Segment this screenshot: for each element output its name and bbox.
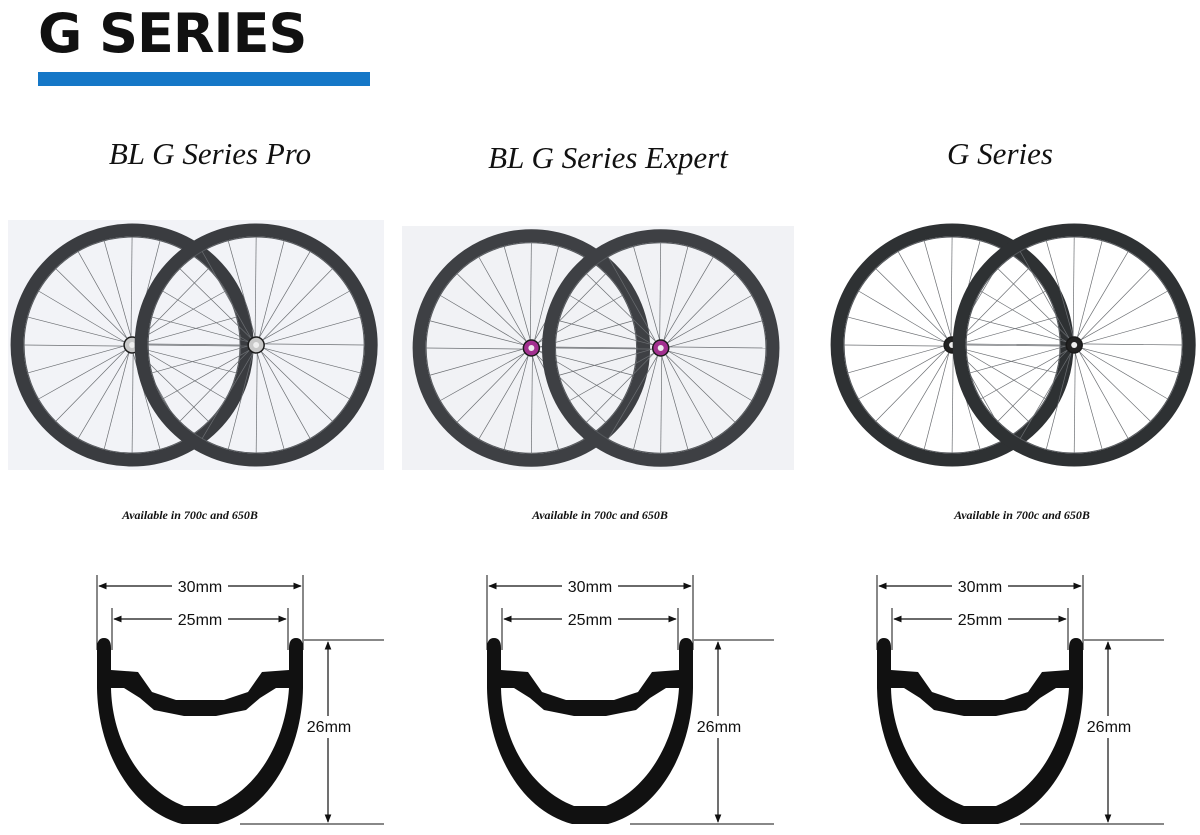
hub-axle	[657, 345, 664, 351]
rim-cross-section	[877, 638, 1083, 824]
availability-text: Available in 700c and 650B	[122, 508, 258, 522]
dimension-guides	[486, 575, 774, 825]
product-name: G Series	[947, 136, 1053, 171]
inner-width-label: 25mm	[958, 612, 1002, 629]
wheel	[134, 223, 378, 467]
inner-width-label: 25mm	[178, 612, 222, 629]
depth-label: 26mm	[697, 719, 741, 736]
wheel	[412, 229, 651, 467]
wheelset-photo	[8, 220, 384, 470]
photo-background	[8, 220, 384, 470]
rim-profile-diagram: 30mm 25mm 26mm	[96, 575, 384, 825]
title-underline-bar	[38, 72, 370, 86]
depth-label: 26mm	[1087, 719, 1131, 736]
rim-cross-section	[487, 638, 693, 824]
dimension-guides	[876, 575, 1164, 825]
outer-width-label: 30mm	[178, 579, 222, 596]
hub-axle	[1071, 342, 1078, 348]
spokes	[966, 236, 1183, 454]
rim-cross-section	[97, 638, 303, 824]
availability-text: Available in 700c and 650B	[954, 508, 1090, 522]
wheel	[10, 223, 254, 467]
product-card-expert: BL G Series Expert Available in 700c and…	[400, 0, 800, 835]
wheel	[541, 229, 780, 467]
dimension-guides	[96, 575, 384, 825]
wheel	[952, 223, 1196, 467]
hub-axle	[253, 342, 260, 348]
outer-width-label: 30mm	[958, 579, 1002, 596]
rim-profile-diagram: 30mm 25mm 26mm	[876, 575, 1164, 825]
inner-width-label: 25mm	[568, 612, 612, 629]
depth-label: 26mm	[307, 719, 351, 736]
spokes	[148, 236, 365, 454]
hub-axle	[528, 345, 535, 351]
hub-axle	[129, 342, 136, 348]
product-card-g-series: G Series Available in 700c and 650B 30mm…	[800, 0, 1200, 835]
availability-text: Available in 700c and 650B	[532, 508, 668, 522]
rim-profile-diagram: 30mm 25mm 26mm	[486, 575, 774, 825]
wheelset-photo	[402, 226, 794, 470]
product-name: BL G Series Expert	[488, 140, 728, 175]
wheel	[830, 223, 1074, 467]
spokes	[555, 242, 766, 454]
outer-width-label: 30mm	[568, 579, 612, 596]
photo-background	[830, 220, 1200, 470]
wheelset-photo	[830, 220, 1200, 470]
product-name: BL G Series Pro	[108, 136, 312, 171]
product-card-pro: BL G Series Pro Available in 700c and 65…	[0, 0, 400, 835]
page-title: G SERIES	[38, 2, 307, 65]
